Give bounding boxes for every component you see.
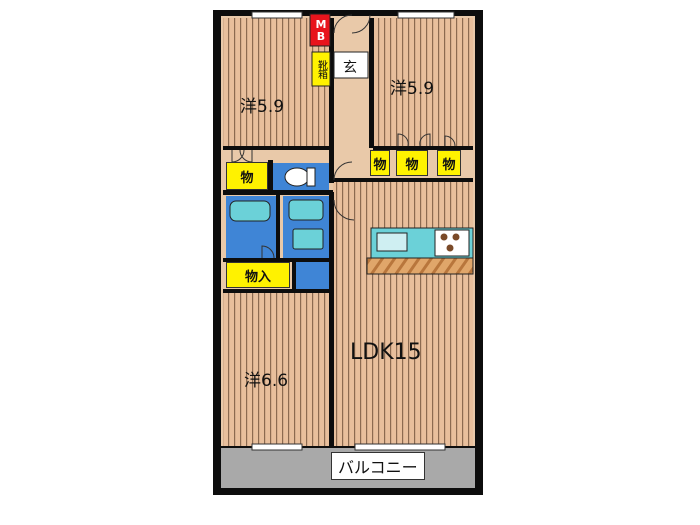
kitchen-bar-counter <box>366 257 474 275</box>
shoe-box <box>311 51 331 87</box>
door-swing <box>397 133 409 147</box>
window <box>251 11 303 19</box>
kitchen-sink <box>376 232 408 252</box>
hallway <box>333 78 371 182</box>
entrance-area <box>333 51 369 79</box>
toilet-bowl <box>284 167 310 187</box>
toilet-tank <box>306 167 316 187</box>
window <box>397 11 455 19</box>
balcony-label: バルコニー <box>331 452 425 480</box>
door-swing <box>261 245 275 259</box>
washing-machine <box>292 228 324 250</box>
room-western-sw-label: 洋6.6 <box>244 371 289 391</box>
storage-walkin-tag: 物入 <box>226 262 290 288</box>
door-swing <box>333 161 353 181</box>
door-swing <box>333 14 353 34</box>
door-swing <box>444 135 456 147</box>
wash-storage <box>296 262 329 290</box>
stove-burner <box>446 244 454 252</box>
door-swing <box>419 133 431 147</box>
door-swing <box>239 149 253 163</box>
door-swing <box>333 199 355 221</box>
room-western-ne-label: 洋5.9 <box>390 79 435 99</box>
storage-tag: 物 <box>437 150 461 176</box>
bathtub <box>229 200 271 222</box>
door-swing <box>351 14 371 34</box>
room-western-ne-floor <box>373 18 473 146</box>
entrance-label: 玄 <box>343 60 357 76</box>
storage-tag: 物 <box>370 150 390 176</box>
window <box>251 443 303 451</box>
room-western-sw-floor <box>223 292 329 446</box>
stove <box>434 229 470 257</box>
meter-box-label: MB <box>314 18 328 42</box>
door-swing <box>231 149 245 163</box>
meter-box <box>309 13 331 47</box>
storage-tag: 物 <box>396 150 428 176</box>
storage-tag: 物 <box>226 162 268 190</box>
room-ldk-label: LDK15 <box>350 340 422 365</box>
room-ldk-floor <box>333 182 473 446</box>
shoe-box-label: 靴箱 <box>315 60 327 78</box>
stove-burner <box>440 233 448 241</box>
room-western-nw-label: 洋5.9 <box>240 97 285 117</box>
stove-burner <box>452 233 460 241</box>
window <box>354 443 446 451</box>
wash-basin <box>288 199 324 221</box>
